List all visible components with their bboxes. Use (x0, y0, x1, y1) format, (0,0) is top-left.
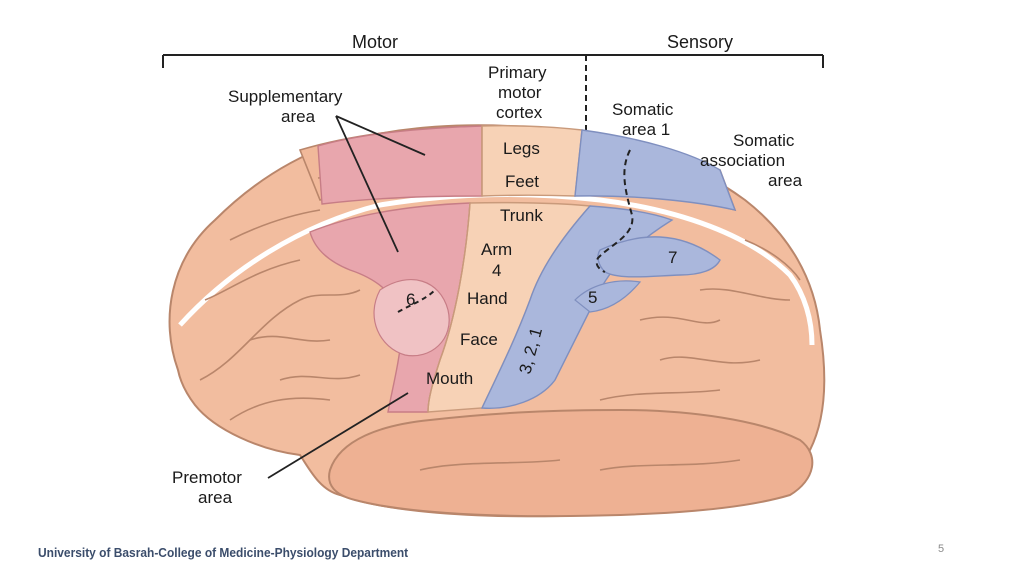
dashed-boundary-sensory (595, 149, 634, 273)
primary-motor-label: Primary motor cortex (488, 63, 551, 122)
supplementary-area-region (317, 125, 483, 205)
brain (168, 124, 826, 518)
sensory-header: Sensory (667, 32, 733, 52)
arm-number-label: 4 (492, 261, 501, 280)
somatic-association-label: Somatic association area (700, 131, 803, 190)
mouth-label: Mouth (426, 369, 473, 388)
arm-label: Arm (481, 240, 512, 259)
trunk-label: Trunk (500, 206, 543, 225)
white-fissure (178, 192, 815, 346)
hand-label: Hand (467, 289, 508, 308)
header-brackets (162, 54, 824, 140)
area-6-label: 6 (406, 290, 415, 309)
dashed-boundary-6 (397, 289, 436, 313)
area-5-region (574, 280, 642, 313)
footer-text: University of Basrah-College of Medicine… (38, 545, 409, 560)
area-7-region (597, 236, 721, 278)
legs-label: Legs (503, 139, 540, 158)
area-6-highlight (373, 279, 450, 357)
supplementary-area-label: Supplementary area (228, 87, 347, 126)
area-7-label: 7 (668, 248, 677, 267)
somatic-area-1-label: Somatic area 1 (612, 100, 678, 139)
premotor-label: Premotor area (172, 468, 247, 507)
face-label: Face (460, 330, 498, 349)
gyri-lines (199, 209, 801, 471)
motor-header: Motor (352, 32, 398, 52)
pointer-lines (267, 115, 426, 479)
somatic-area-top (574, 129, 737, 211)
temporal-lobe (328, 408, 814, 518)
page-number: 5 (938, 543, 945, 555)
area-5-label: 5 (588, 288, 597, 307)
feet-label: Feet (505, 172, 539, 191)
